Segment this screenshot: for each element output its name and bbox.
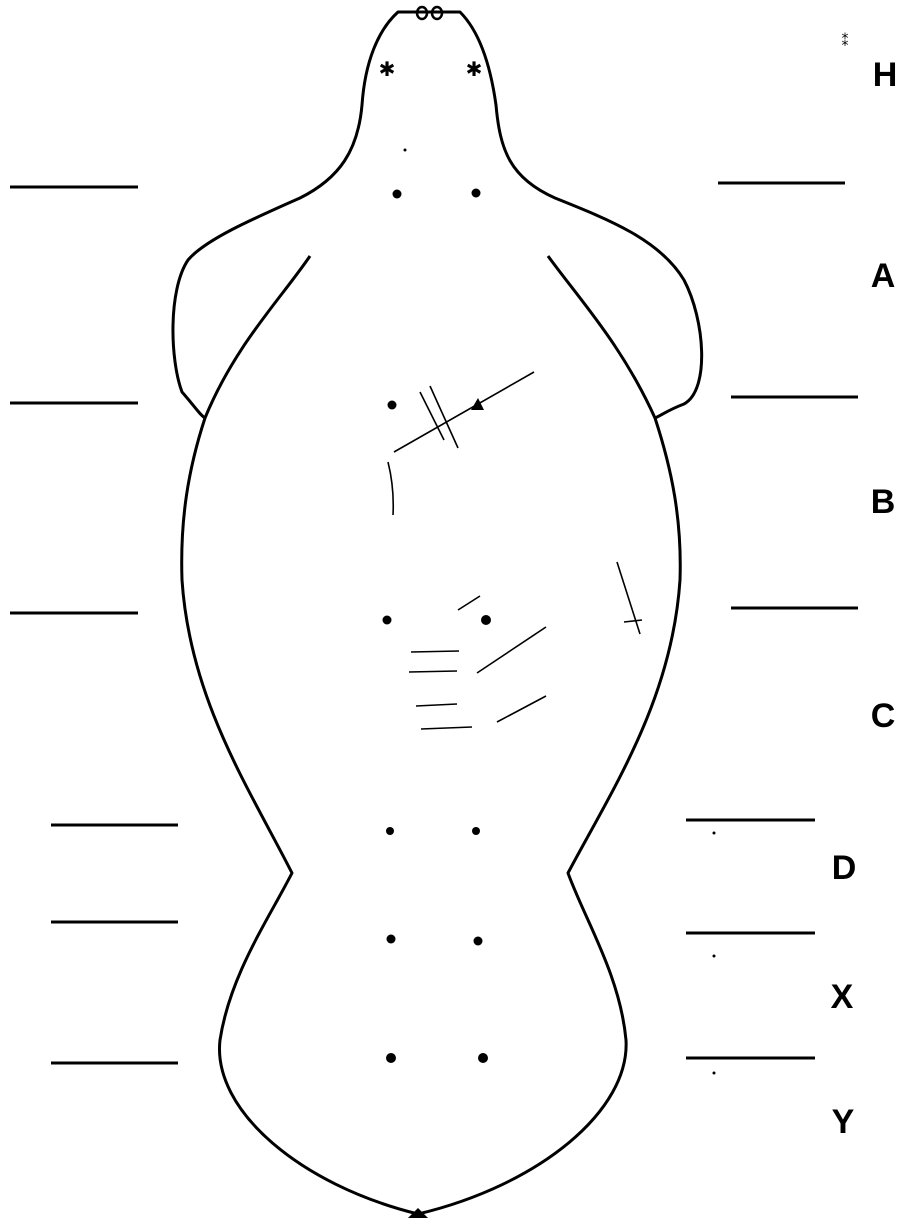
region-label-d: D (832, 849, 857, 887)
scar-line (409, 671, 457, 672)
dot (472, 189, 481, 198)
speck (713, 955, 716, 958)
dot (388, 401, 397, 410)
region-label-c: C (871, 697, 896, 735)
dot (383, 616, 392, 625)
scar-line (477, 627, 546, 673)
speck (713, 832, 716, 835)
left-star-mark: ✱ (379, 57, 396, 81)
dot (478, 1053, 488, 1063)
dot (474, 937, 483, 946)
dot (393, 190, 402, 199)
right-flipper-edge (548, 256, 655, 418)
region-label-b: B (871, 483, 896, 521)
scar-line (416, 704, 457, 706)
speck (713, 1072, 716, 1075)
scar-line (624, 620, 642, 622)
left-flipper-edge (205, 256, 310, 418)
dot (481, 615, 491, 625)
dot (386, 827, 394, 835)
region-label-y: Y (832, 1103, 855, 1141)
region-label-x: X (831, 978, 854, 1016)
left-boundary-lines (10, 187, 178, 1063)
scar-line (421, 727, 472, 729)
scar-line (394, 372, 534, 452)
region-label-h: H (873, 56, 898, 94)
scar-lines (388, 372, 642, 729)
body-outline (173, 12, 702, 1214)
scar-line (497, 696, 546, 722)
right-star-mark: ✱ (466, 57, 483, 81)
scar-line (420, 392, 444, 440)
scar-line (388, 462, 393, 515)
dot (387, 935, 396, 944)
corner-speck-mark: ⁑ (842, 32, 849, 50)
right-boundary-lines (686, 183, 858, 1058)
speck (404, 149, 407, 152)
scar-line (458, 596, 480, 610)
scar-line (411, 651, 459, 652)
scar-line (617, 562, 640, 634)
reference-dots (383, 149, 716, 1075)
dot (472, 827, 480, 835)
region-label-a: A (871, 257, 896, 295)
dot (386, 1053, 396, 1063)
